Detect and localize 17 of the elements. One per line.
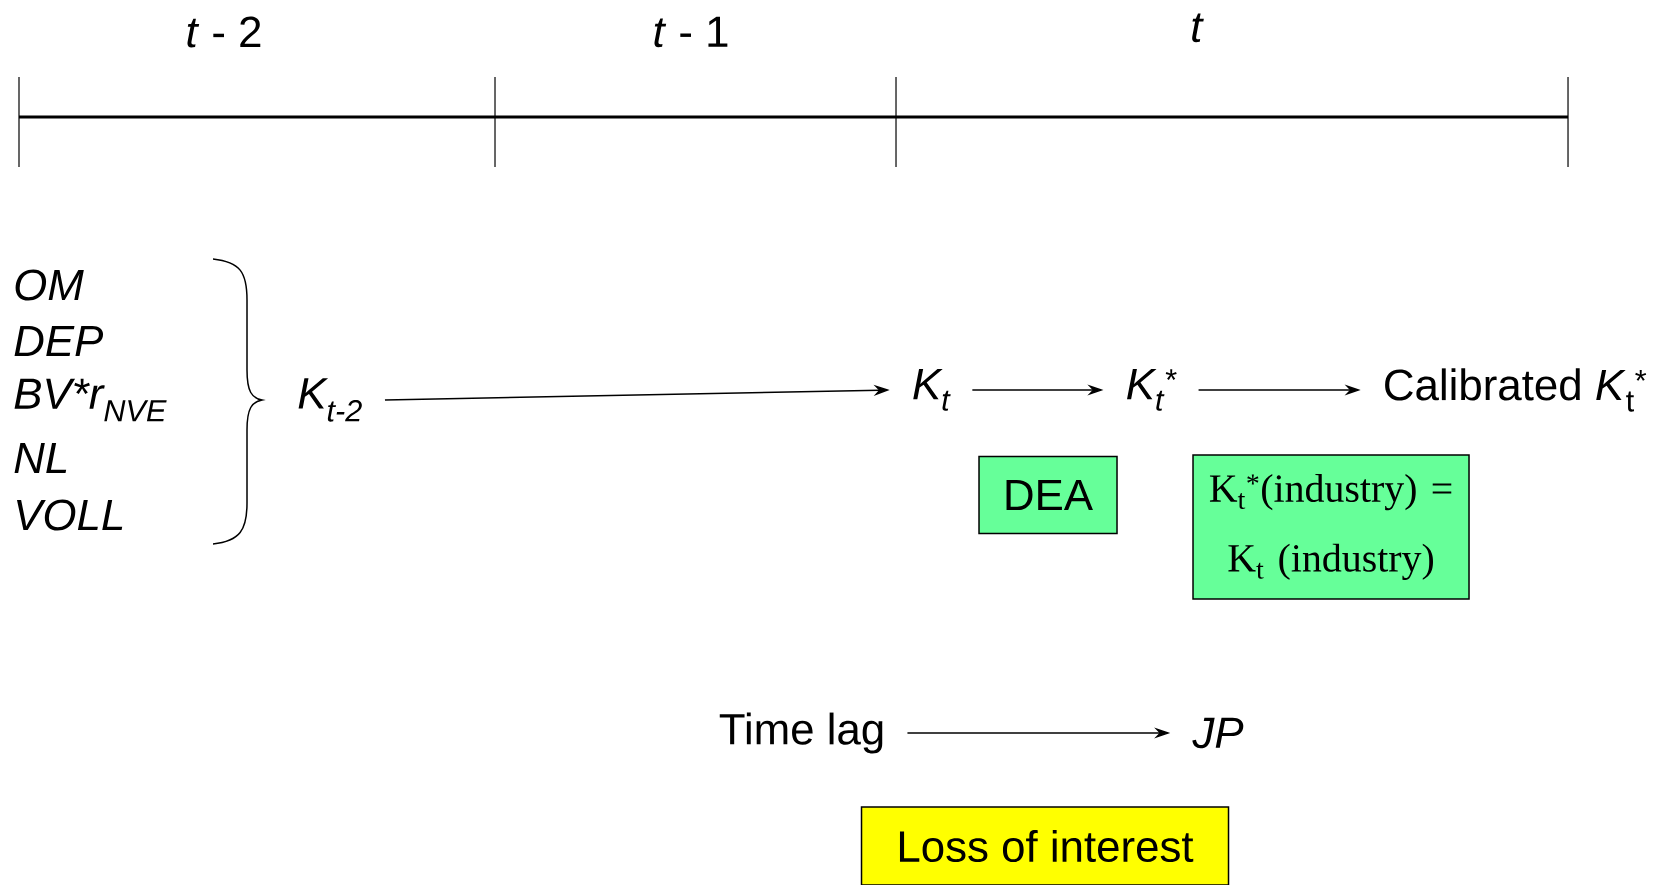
input-variable: NL <box>14 442 67 474</box>
period-label: t <box>1192 13 1204 43</box>
method-box: DEA <box>978 455 1118 535</box>
input-variable: BV*r$_{NVE}$ <box>14 378 167 422</box>
text-label: Calibrated K$_{t}$* <box>1385 368 1647 412</box>
variable-label: K$_{t-2}$ <box>298 378 362 422</box>
note-box: Loss of interest <box>860 806 1230 885</box>
input-variable: OM <box>15 269 84 301</box>
variable-label: JP <box>1192 717 1244 749</box>
text-label: Time lag <box>719 712 883 754</box>
period-label: t - 2 <box>187 16 261 48</box>
input-variable: DEP <box>14 325 104 357</box>
variable-label: K$_{t}$* <box>1127 369 1177 411</box>
variable-label: K$_{t}$ <box>913 369 951 411</box>
period-label: t - 1 <box>654 16 728 48</box>
equation-box: K$_{t}$$^{*}$(industry) = K$_{t}$ (industry) <box>1192 454 1470 600</box>
input-variable: VOLL <box>17 499 123 531</box>
